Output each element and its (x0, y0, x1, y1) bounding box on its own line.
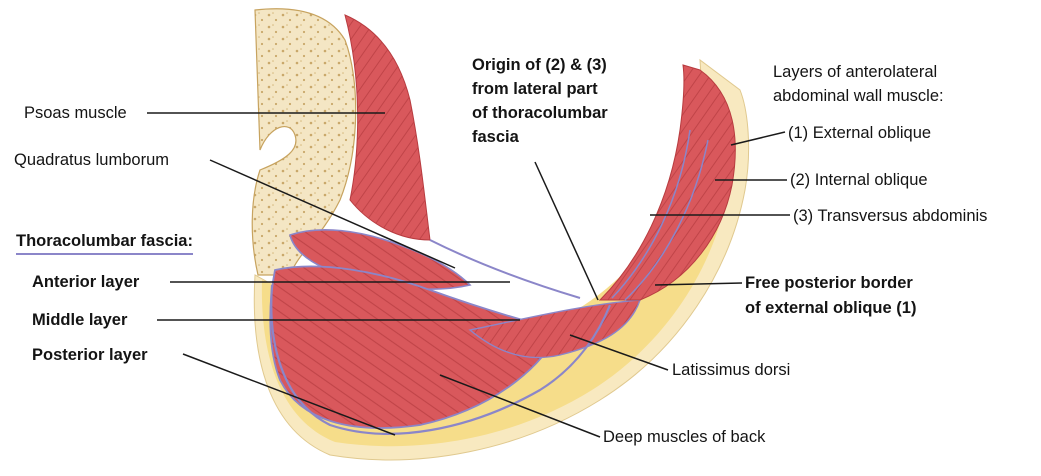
leader-origin (535, 162, 598, 300)
label-middle-layer: Middle layer (32, 310, 127, 330)
label-origin-line3: of thoracolumbar (472, 103, 608, 123)
label-deep-muscles-of-back: Deep muscles of back (603, 427, 765, 447)
label-origin-line2: from lateral part (472, 79, 598, 99)
label-anterior-layer: Anterior layer (32, 272, 139, 292)
psoas-muscle-shape (345, 15, 430, 240)
label-latissimus-dorsi: Latissimus dorsi (672, 360, 790, 380)
label-external-oblique: (1) External oblique (788, 123, 931, 143)
label-psoas-muscle: Psoas muscle (24, 103, 127, 123)
label-quadratus-lumborum: Quadratus lumborum (14, 150, 169, 170)
label-transversus-abdominis: (3) Transversus abdominis (793, 206, 987, 226)
fascia-anterior (430, 240, 580, 298)
label-free-border-line2: of external oblique (1) (745, 298, 916, 318)
label-thoracolumbar-fascia: Thoracolumbar fascia: (16, 231, 193, 255)
label-layers-line2: abdominal wall muscle: (773, 86, 944, 106)
label-posterior-layer: Posterior layer (32, 345, 148, 365)
label-free-border-line1: Free posterior border (745, 273, 913, 293)
label-origin-line4: fascia (472, 127, 519, 147)
label-origin-line1: Origin of (2) & (3) (472, 55, 607, 75)
label-layers-line1: Layers of anterolateral (773, 62, 937, 82)
label-internal-oblique: (2) Internal oblique (790, 170, 928, 190)
